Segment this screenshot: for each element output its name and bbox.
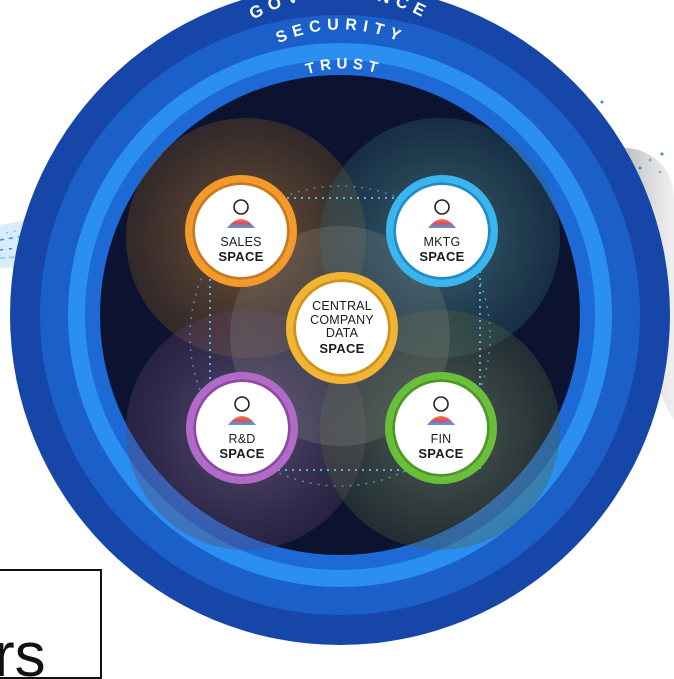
fin-space-sublabel: SPACE <box>418 446 464 461</box>
central-label-line4: SPACE <box>319 340 365 356</box>
svg-text:TRUST: TRUST <box>304 55 385 78</box>
user-icon <box>227 199 255 228</box>
user-icon <box>427 396 455 425</box>
trust-label: TRUST <box>304 55 380 78</box>
central-company-data-space-node[interactable]: CENTRAL COMPANY DATA SPACE <box>286 272 398 384</box>
sales-space-label: SALES <box>220 235 262 249</box>
central-label-line3: DATA <box>325 326 359 341</box>
central-label-line2: COMPANY <box>310 312 374 327</box>
fin-space-label: FIN <box>430 432 452 446</box>
cropped-caption-box: rs <box>0 569 102 679</box>
rnd-space-label: R&D <box>228 432 256 446</box>
sales-space-node[interactable]: SALES SPACE <box>185 175 297 287</box>
user-icon <box>428 199 456 228</box>
rnd-space-node[interactable]: R&D SPACE <box>186 372 298 484</box>
sales-space-sublabel: SPACE <box>218 249 264 264</box>
rnd-space-sublabel: SPACE <box>219 446 265 461</box>
mktg-space-node[interactable]: MKTG SPACE <box>386 175 498 287</box>
connection-grid <box>209 197 481 471</box>
mktg-space-sublabel: SPACE <box>419 249 465 264</box>
central-label-line1: CENTRAL <box>312 299 372 314</box>
mktg-space-label: MKTG <box>423 235 461 249</box>
cropped-caption-text: rs <box>0 621 46 679</box>
user-icon <box>228 396 256 425</box>
fin-space-node[interactable]: FIN SPACE <box>385 372 497 484</box>
